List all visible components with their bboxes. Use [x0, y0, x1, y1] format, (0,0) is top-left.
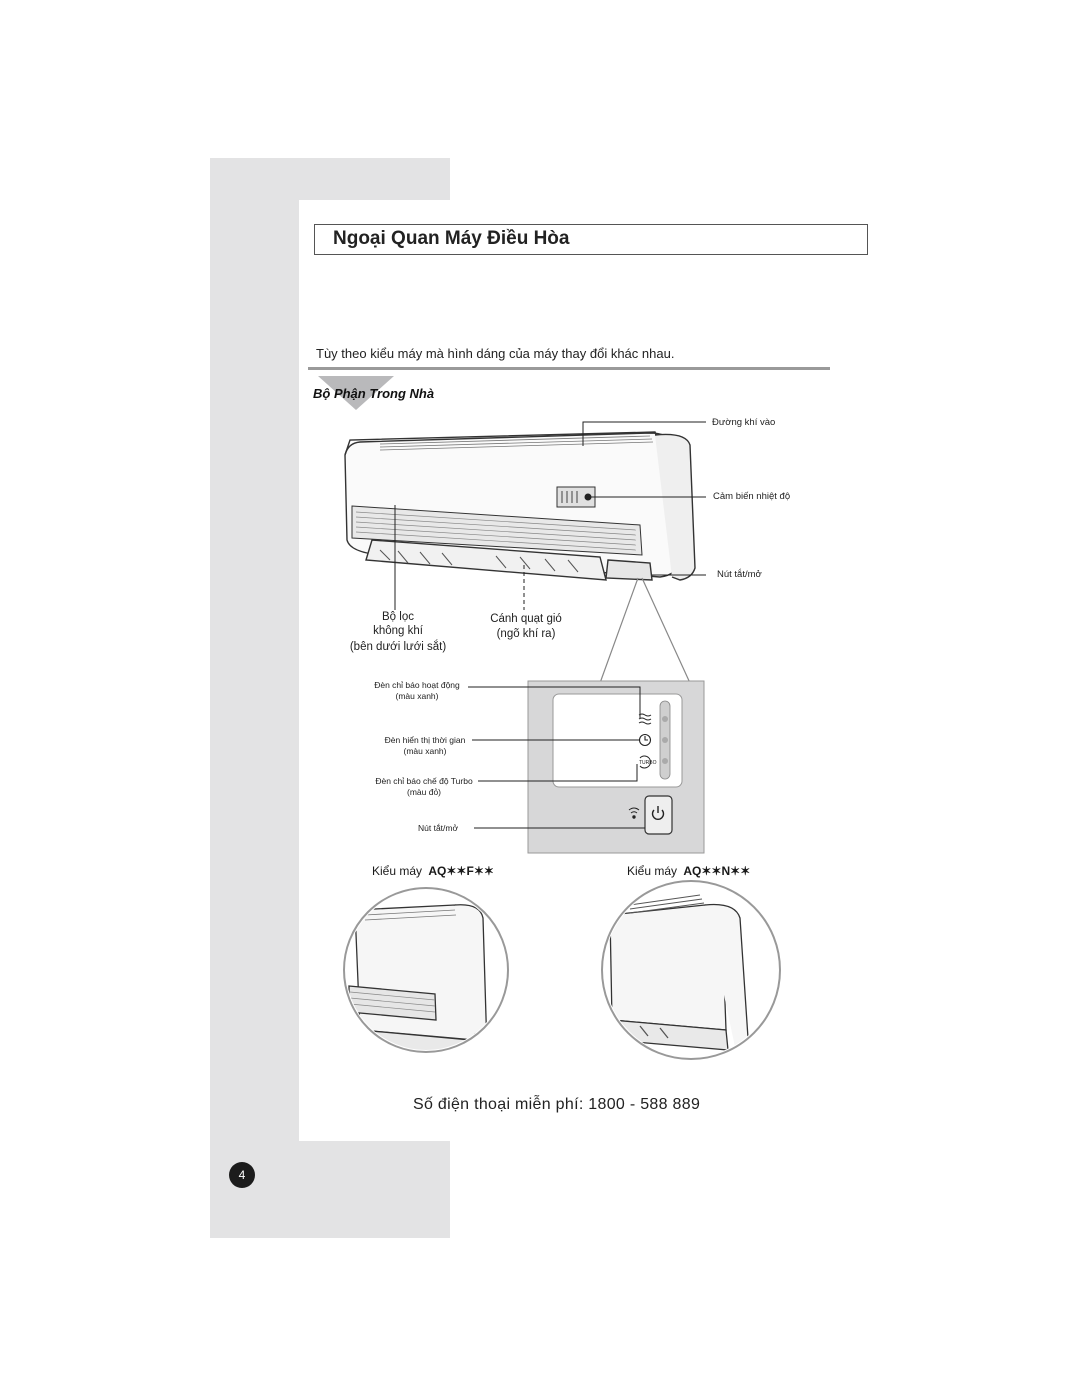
filter-label-line1: Bộ lọc: [382, 611, 414, 623]
hotline-text: Số điện thoại miễn phí: 1800 - 588 889: [413, 1096, 701, 1113]
blade-label-line1: Cánh quạt gió: [490, 613, 562, 625]
page-number-badge: 4: [229, 1162, 255, 1188]
timer-light-label: Đèn hiển thị thời gian (màu xanh): [370, 735, 480, 757]
section-flag-shape: [318, 376, 394, 410]
model-n-code: AQ✶✶N✶✶: [683, 864, 751, 878]
turbo-icon: TURBO: [639, 755, 657, 769]
temp-sensor-label: Cảm biến nhiệt độ: [713, 491, 791, 502]
air-inlet-leader: [582, 421, 706, 446]
filter-label: Bộ lọc không khí (bên dưới lưới sắt): [342, 610, 454, 654]
panel-power-label: Nút tắt/mở: [418, 823, 459, 833]
turbo-light-label: Đèn chỉ báo chế độ Turbo (màu đỏ): [364, 776, 484, 798]
operation-icon: [638, 713, 652, 725]
turbo-light-line1: Đèn chỉ báo chế độ Turbo: [375, 776, 473, 786]
air-inlet-label: Đường khí vào: [712, 417, 776, 428]
note-divider: [308, 367, 830, 370]
indoor-unit-body: [344, 431, 696, 581]
model-f-prefix: Kiểu máy: [372, 864, 423, 878]
model-n-prefix: Kiểu máy: [627, 864, 678, 878]
operation-light-label: Đèn chỉ báo hoạt động (màu xanh): [362, 680, 472, 702]
timer-light-line1: Đèn hiển thị thời gian: [384, 735, 466, 745]
operation-light-line1: Đèn chỉ báo hoạt động: [374, 680, 460, 690]
timer-light-line2: (màu xanh): [403, 746, 447, 756]
svg-text:TURBO: TURBO: [639, 760, 657, 766]
signal-icon: [628, 807, 640, 819]
model-n-label: Kiểu máy AQ✶✶N✶✶: [627, 864, 750, 878]
blade-label: Cánh quạt gió (ngõ khí ra): [480, 612, 572, 641]
turbo-light-line2: (màu đỏ): [406, 787, 441, 797]
operation-light-line2: (màu xanh): [395, 691, 439, 701]
model-note: Tùy theo kiểu máy mà hình dáng của máy t…: [316, 346, 675, 361]
power-button-label: Nút tắt/mở: [717, 569, 762, 580]
model-f-circle: [343, 887, 509, 1053]
blade-label-line2: (ngõ khí ra): [496, 628, 556, 640]
section-title: Bộ Phận Trong Nhà: [313, 386, 435, 401]
model-f-label: Kiểu máy AQ✶✶F✶✶: [372, 864, 494, 878]
model-n-circle: [601, 880, 781, 1060]
power-icon: [651, 806, 665, 820]
page-title: Ngoại Quan Máy Điều Hòa: [333, 228, 570, 249]
title-box: [314, 224, 868, 255]
filter-label-line3: (bên dưới lưới sắt): [349, 641, 447, 653]
filter-label-line2: không khí: [373, 625, 423, 637]
power-button: [644, 795, 673, 835]
model-f-code: AQ✶✶F✶✶: [428, 864, 494, 878]
